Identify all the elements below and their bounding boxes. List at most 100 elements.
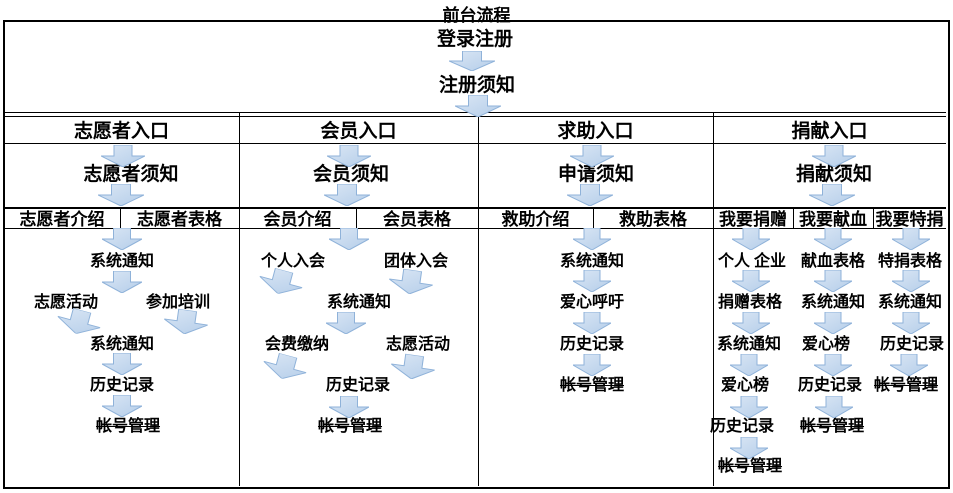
help-entrance-cell: 求助入口	[557, 121, 634, 142]
member-step-account: 帐号管理	[317, 418, 383, 435]
help-step-history: 历史记录	[559, 336, 625, 353]
grid-line	[4, 143, 946, 144]
donation-notice-node: 捐献须知	[795, 164, 873, 185]
down-arrow-icon	[102, 271, 142, 293]
blood-step-account: 帐号管理	[799, 418, 865, 435]
grid-line	[356, 207, 357, 229]
special-tab-cell: 我要特捐	[875, 210, 944, 229]
down-arrow-icon	[573, 228, 611, 250]
grid-line	[873, 207, 874, 229]
down-arrow-icon	[259, 267, 303, 295]
register-notice-node: 注册须知	[438, 75, 516, 96]
blood-step-system-notice: 系统通知	[800, 294, 866, 311]
grid-line	[593, 207, 594, 229]
donation-entrance-cell: 捐献入口	[791, 121, 868, 142]
member-intro-cell: 会员介绍	[263, 210, 332, 229]
rescue-form-cell: 救助表格	[619, 210, 687, 229]
down-arrow-icon	[102, 395, 142, 417]
special-step-form: 特捐表格	[877, 253, 943, 270]
down-arrow-icon	[455, 95, 501, 117]
volunteer-step-system-notice-2: 系统通知	[89, 336, 155, 353]
down-arrow-icon	[327, 145, 371, 167]
special-step-history: 历史记录	[879, 336, 945, 353]
down-arrow-icon	[892, 270, 930, 292]
down-arrow-icon	[730, 396, 768, 418]
down-arrow-icon	[814, 228, 852, 250]
down-arrow-icon	[326, 312, 366, 334]
grid-line	[120, 207, 121, 229]
down-arrow-icon	[730, 437, 768, 459]
down-arrow-icon	[892, 312, 930, 334]
volunteer-step-history: 历史记录	[89, 377, 155, 394]
volunteer-intro-cell: 志愿者介绍	[19, 210, 105, 229]
member-branch-fee: 会费缴纳	[264, 336, 330, 353]
down-arrow-icon	[815, 396, 853, 418]
grid-line	[4, 207, 946, 209]
down-arrow-icon	[570, 145, 614, 167]
volunteer-form-cell: 志愿者表格	[137, 210, 222, 229]
diagram-border	[3, 20, 950, 489]
donate-step-form: 捐赠表格	[717, 294, 783, 311]
down-arrow-icon	[388, 268, 433, 295]
donate-step-system-notice: 系统通知	[716, 336, 782, 353]
down-arrow-icon	[101, 145, 145, 167]
member-step-system-notice: 系统通知	[326, 294, 392, 311]
member-branch-group: 团体入会	[383, 253, 449, 270]
login-register-node: 登录注册	[436, 29, 514, 50]
special-step-system-notice: 系统通知	[877, 294, 943, 311]
down-arrow-icon	[732, 270, 770, 292]
down-arrow-icon	[102, 228, 142, 250]
volunteer-step-account: 帐号管理	[95, 418, 161, 435]
donate-step-love-list: 爱心榜	[720, 377, 770, 394]
down-arrow-icon	[390, 353, 435, 380]
down-arrow-icon	[814, 354, 852, 376]
grid-line	[793, 207, 794, 229]
blood-step-history: 历史记录	[797, 377, 863, 394]
donate-step-history: 历史记录	[709, 418, 775, 435]
down-arrow-icon	[809, 184, 855, 206]
down-arrow-icon	[732, 312, 770, 334]
down-arrow-icon	[102, 353, 142, 375]
down-arrow-icon	[329, 228, 369, 250]
down-arrow-icon	[98, 184, 144, 206]
member-step-history: 历史记录	[325, 377, 391, 394]
down-arrow-icon	[329, 396, 369, 418]
blood-step-love-list: 爱心榜	[801, 336, 851, 353]
down-arrow-icon	[812, 145, 856, 167]
grid-line	[239, 112, 240, 486]
donate-step-person-company: 个人 企业	[717, 253, 787, 270]
donate-tab-cell: 我要捐赠	[719, 210, 787, 229]
donate-step-account: 帐号管理	[717, 458, 783, 475]
rescue-intro-cell: 救助介绍	[501, 210, 570, 229]
grid-line	[4, 116, 946, 117]
down-arrow-icon	[573, 270, 611, 292]
member-entrance-cell: 会员入口	[320, 121, 397, 142]
member-branch-personal: 个人入会	[260, 253, 326, 270]
help-notice-node: 申请须知	[557, 164, 635, 185]
down-arrow-icon	[163, 308, 208, 335]
down-arrow-icon	[263, 352, 307, 380]
down-arrow-icon	[573, 312, 611, 334]
down-arrow-icon	[567, 184, 613, 206]
grid-line	[4, 228, 946, 229]
volunteer-branch-training: 参加培训	[145, 294, 211, 311]
down-arrow-icon	[573, 354, 611, 376]
down-arrow-icon	[814, 312, 852, 334]
down-arrow-icon	[732, 228, 770, 250]
grid-line	[713, 112, 714, 486]
member-notice-node: 会员须知	[312, 164, 390, 185]
volunteer-notice-node: 志愿者须知	[83, 164, 179, 185]
blood-step-form: 献血表格	[800, 253, 866, 270]
member-form-cell: 会员表格	[383, 210, 451, 229]
down-arrow-icon	[324, 184, 370, 206]
member-branch-activity: 志愿活动	[385, 336, 451, 353]
down-arrow-icon	[730, 354, 768, 376]
down-arrow-icon	[890, 354, 928, 376]
volunteer-entrance-cell: 志愿者入口	[73, 121, 169, 142]
down-arrow-icon	[57, 307, 101, 335]
down-arrow-icon	[814, 270, 852, 292]
help-step-account: 帐号管理	[559, 377, 625, 394]
grid-line	[478, 112, 479, 486]
down-arrow-icon	[892, 228, 930, 250]
